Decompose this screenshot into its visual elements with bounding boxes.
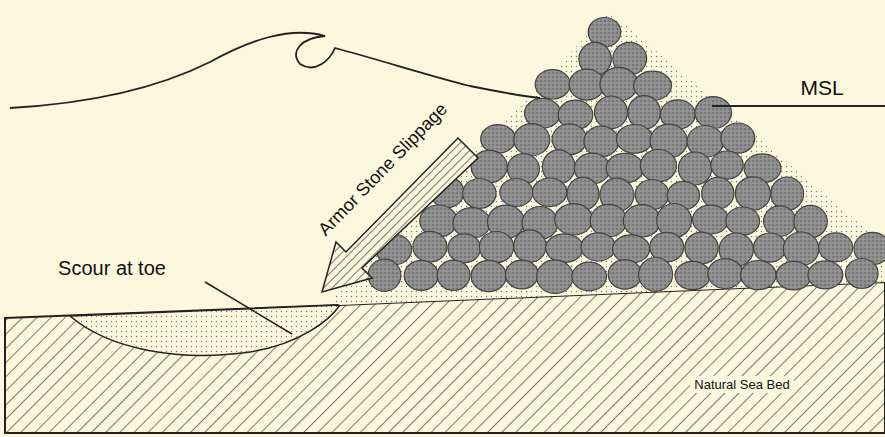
armor-stone — [569, 69, 604, 100]
armor-stone — [693, 205, 729, 234]
armor-stone — [555, 204, 593, 235]
armor-stone — [616, 124, 652, 153]
armor-stone — [846, 259, 879, 289]
armor-stone — [537, 260, 574, 294]
wave — [10, 33, 540, 108]
armor-stone — [754, 233, 787, 262]
armor-stone — [608, 260, 641, 289]
water-level-label-text: MSL — [800, 76, 843, 99]
leader-line — [205, 282, 292, 334]
armor-stone — [535, 70, 570, 99]
armor-stone — [500, 179, 533, 207]
armor-stone — [479, 232, 513, 263]
armor-stone — [514, 124, 550, 156]
armor-stone — [613, 235, 650, 263]
armor-stone — [702, 177, 734, 209]
armor-stone — [819, 233, 853, 262]
armor-stone — [600, 67, 638, 101]
armor-stone — [771, 177, 804, 210]
armor-stone — [776, 261, 811, 290]
armor-stone — [695, 97, 732, 129]
armor-stone — [481, 125, 516, 154]
armor-stone — [735, 177, 770, 210]
armor-stone — [678, 152, 711, 185]
armor-stone — [437, 260, 470, 290]
armor-stone — [471, 150, 507, 182]
armor-stone — [514, 230, 546, 262]
scour-label: Scour at toe — [58, 257, 166, 280]
armor-stone — [453, 208, 490, 238]
armor-stone — [368, 259, 401, 291]
scour-label-text: Scour at toe — [58, 257, 166, 279]
armor-stone — [623, 205, 660, 237]
sea-bed — [5, 282, 885, 433]
armor-stone — [463, 179, 496, 209]
msl-line — [712, 105, 885, 107]
armor-stone — [708, 259, 743, 289]
armor-stone — [640, 150, 676, 182]
scour-hole — [70, 305, 340, 355]
armor-stone — [546, 234, 583, 263]
armor-stone — [685, 232, 718, 264]
armor-stone — [584, 126, 619, 157]
pile-core — [330, 12, 885, 305]
armor-stone — [639, 258, 673, 292]
armor-stone — [413, 231, 447, 262]
armor-stone — [404, 260, 438, 290]
armor-stone — [506, 260, 539, 289]
armor-stone — [471, 260, 506, 291]
armor-stone — [808, 261, 843, 289]
armor-stone — [572, 262, 607, 291]
armor-stone — [532, 178, 566, 207]
armor-stone — [721, 123, 755, 153]
seabed-label: Natural Sea Bed — [690, 376, 793, 393]
armor-stone — [675, 261, 710, 289]
armor-stone — [764, 206, 796, 236]
armor-stone — [741, 261, 776, 290]
armor-stone — [448, 234, 481, 263]
seabed-label-text: Natural Sea Bed — [694, 377, 789, 392]
armor-stone — [581, 233, 615, 261]
armor-stone — [711, 151, 743, 179]
armor-stone — [726, 207, 760, 235]
water-level-label: MSL — [800, 76, 843, 100]
armor-stone — [590, 204, 627, 237]
armor-stone — [595, 96, 628, 129]
armor-stone — [783, 232, 819, 266]
